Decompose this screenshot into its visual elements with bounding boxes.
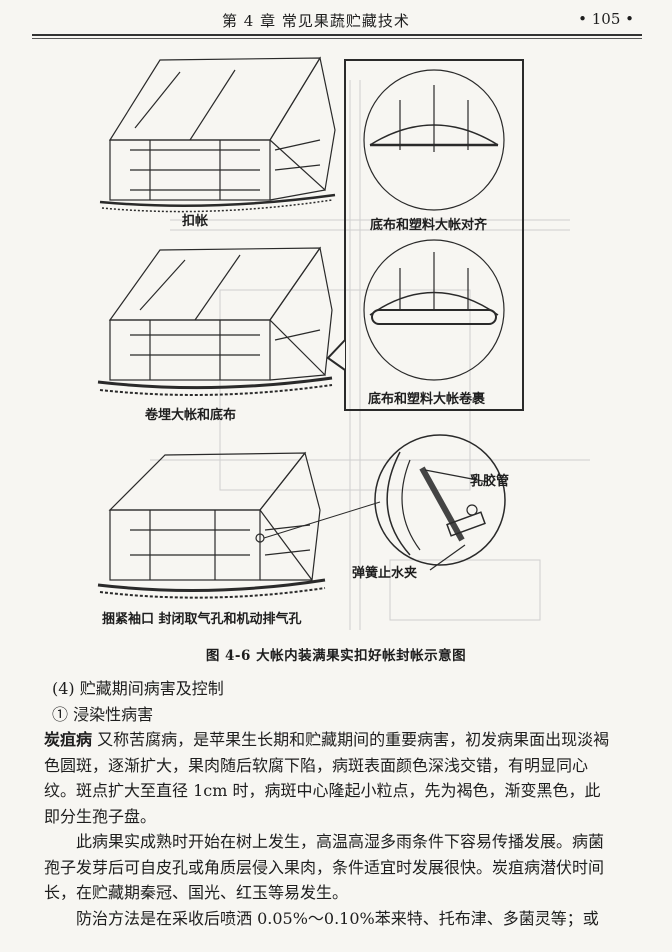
subheading: ① 浸染性病害: [52, 704, 154, 724]
paragraph-2: 此病果实成熟时开始在树上发生，高温高湿多雨条件下容易传播发展。病菌孢子发芽后可自…: [44, 832, 605, 902]
tent-3: [97, 451, 381, 599]
chapter-title: 第 4 章 常见果蔬贮藏技术: [222, 12, 410, 30]
valve-detail: [374, 434, 506, 571]
paragraph-1: 炭疽病 又称苦腐病，是苹果生长期和贮藏期间的重要病害，初发病果面出现淡褐色圆斑，…: [44, 727, 610, 829]
label-inset1: 底布和塑料大帐对齐: [370, 218, 488, 233]
paragraph-3: 防治方法是在采收后喷洒 0.05%～0.10%苯来特、托布津、多菌灵等；或: [76, 908, 599, 928]
label-tent1: 扣帐: [182, 214, 209, 229]
background-schematic: [150, 80, 590, 630]
paragraph-1-text: 又称苦腐病，是苹果生长期和贮藏期间的重要病害，初发病果面出现淡褐色圆斑，逐渐扩大…: [44, 730, 610, 826]
section-heading: (4) 贮藏期间病害及控制: [52, 679, 224, 698]
term-anthracnose: 炭疽病: [44, 730, 93, 749]
figure-tent-sealing: 扣帐 底布和塑料大帐对齐 卷埋大帐和底布 底布和塑料大帐卷裹 乳胶管 弹簧止水夹…: [70, 40, 630, 640]
tent-2: [97, 246, 333, 396]
figure-caption: 图 4-6 大帐内装满果实扣好帐封帐示意图: [205, 648, 467, 664]
body-text: (4) 贮藏期间病害及控制 ① 浸染性病害 炭疽病 又称苦腐病，是苹果生长期和贮…: [44, 676, 610, 931]
header-rule-thin: [32, 38, 642, 39]
tent-1: [99, 56, 336, 213]
header-rule: [32, 34, 642, 36]
label-inset2: 底布和塑料大帐卷裹: [368, 392, 486, 407]
label-tube: 乳胶管: [470, 474, 510, 489]
label-tent2: 卷埋大帐和底布: [145, 408, 237, 423]
label-clamp: 弹簧止水夹: [352, 566, 418, 581]
page-number: • 105 •: [578, 10, 634, 28]
inset-panel: [326, 59, 524, 411]
label-tent3: 捆紧袖口 封闭取气孔和机动排气孔: [102, 612, 302, 627]
figure-illustration: [97, 56, 590, 630]
page-header: 第 4 章 常见果蔬贮藏技术 • 105 •: [32, 8, 642, 39]
